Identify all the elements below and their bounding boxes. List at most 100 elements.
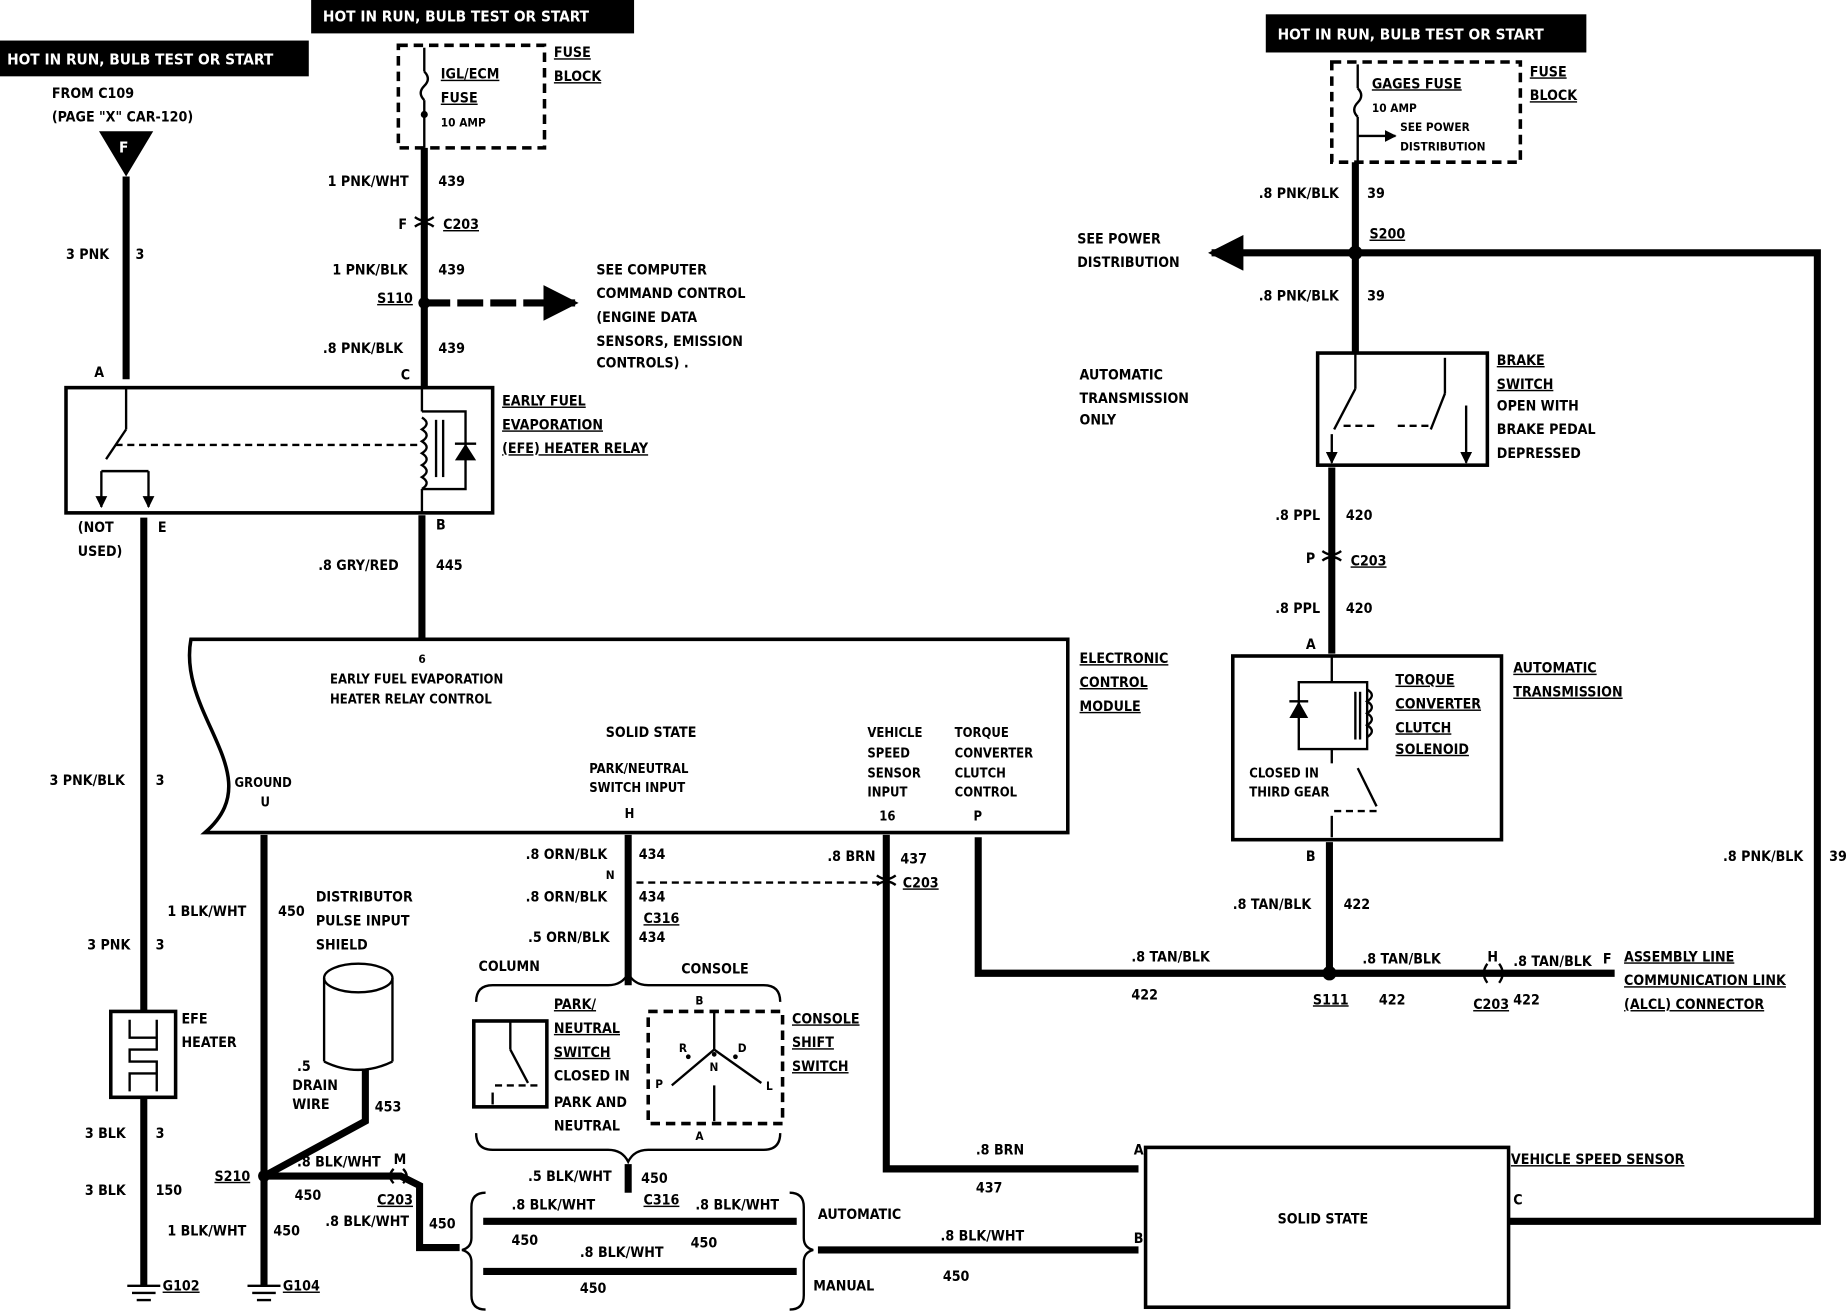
wire-439-circuit-c: 439 (438, 341, 465, 357)
see-computer-3: (ENGINE DATA (596, 310, 697, 326)
console-pin-b: B (695, 993, 703, 1007)
pn-switch-column-contact-icon (491, 1020, 538, 1105)
ecm-tcc-2: CONVERTER (955, 746, 1033, 761)
tcc-solenoid-label-1: TORQUE (1395, 673, 1454, 689)
c203-pin-f: F (398, 217, 407, 233)
wire-434-circuit-c: 434 (639, 930, 666, 946)
ecm-solid-state: SOLID STATE (606, 725, 697, 741)
wire-8tanblk-label-c: .8 TAN/BLK (1513, 954, 1593, 970)
wire-3blk-label: 3 BLK (85, 1126, 127, 1142)
wire-8brn-label-b: .8 BRN (976, 1142, 1024, 1158)
hot-banner-left-text: HOT IN RUN, BULB TEST OR START (7, 50, 274, 68)
vss-pin-b: B (1134, 1231, 1144, 1247)
c203-pin-m: M (394, 1152, 407, 1168)
wire-8ornblk-label-a: .8 ORN/BLK (526, 847, 609, 863)
shield-cylinder-icon (322, 962, 394, 1071)
fuse-gages-icon (1353, 64, 1397, 163)
c203-label-vss: C203 (903, 875, 939, 891)
wire-450-circuit-c: 450 (273, 1224, 300, 1240)
wire-39-loop (1355, 249, 1821, 1225)
relay-contact-icon (95, 387, 419, 509)
console-pos-r: R (679, 1041, 687, 1055)
ecm-tcc-3: CLUTCH (955, 767, 1006, 782)
alcl-pin-f: F (1603, 952, 1612, 968)
wire-453-circuit: 453 (375, 1100, 402, 1116)
console-pos-n: N (710, 1060, 719, 1074)
wire-450-circuit-e: 450 (641, 1171, 668, 1187)
console-shift-label-3: SWITCH (792, 1059, 849, 1075)
wire-1pnkwht-label: 1 PNK/WHT (328, 174, 409, 190)
automatic-label: AUTOMATIC (818, 1207, 901, 1223)
wire-3pnkblk-circuit: 3 (156, 773, 165, 789)
ground-g102-icon (127, 1284, 161, 1302)
gages-fuse-amp: 10 AMP (1372, 101, 1417, 115)
relay-pin-b: B (436, 517, 446, 533)
pn-switch-label-1: PARK/ (554, 997, 596, 1013)
wire-8brn-label-a: .8 BRN (827, 849, 875, 865)
console-shift-label-1: CONSOLE (792, 1011, 860, 1027)
console-label: CONSOLE (681, 961, 749, 977)
splice-s210-label: S210 (215, 1169, 251, 1185)
c203-label-top: C203 (443, 217, 479, 233)
distributor-label-2: PULSE INPUT (316, 913, 410, 929)
gages-fuse-label: GAGES FUSE (1372, 76, 1462, 92)
fuse-iglecm-label-1: IGL/ECM (441, 67, 500, 83)
wire-1blkwht-left-label: 1 BLK/WHT (167, 904, 246, 920)
splice-s111-label: S111 (1313, 992, 1349, 1008)
relay-pin-a: A (94, 365, 104, 381)
fuse-iglecm-icon (419, 47, 429, 148)
fuse-block-label-1: FUSE (554, 45, 591, 61)
ecm-vss-input-2: SPEED (867, 746, 910, 761)
brake-switch-label-1: BRAKE (1497, 353, 1545, 369)
c203-connector-icon-right (1321, 550, 1342, 562)
wire-150-circuit: 150 (156, 1183, 183, 1199)
see-computer-5: CONTROLS) . (596, 355, 688, 371)
efe-heater-box (109, 1009, 178, 1100)
wire-3-circuit: 3 (136, 247, 145, 263)
wire-3pnk-lower-circuit: 3 (156, 937, 165, 953)
ecm-efe-label-1: EARLY FUEL EVAPORATION (330, 672, 503, 687)
alcl-label-1: ASSEMBLY LINE (1624, 949, 1734, 965)
wire-8pnkblk-label: .8 PNK/BLK (323, 341, 404, 357)
ecm-ground-label: GROUND (235, 776, 293, 791)
wire-434-circuit-a: 434 (639, 847, 666, 863)
hot-banner-middle: HOT IN RUN, BULB TEST OR START (311, 0, 635, 34)
c203-label-right: C203 (1351, 553, 1387, 569)
console-shift-selector-icon (671, 1011, 763, 1122)
auto-trans-only-1: AUTOMATIC (1080, 367, 1163, 383)
wire-3blk-circuit: 3 (156, 1126, 165, 1142)
ecm-tcc-1: TORQUE (955, 726, 1009, 741)
column-console-brace-top (474, 970, 782, 1002)
relay-label-3: (EFE) HEATER RELAY (502, 441, 649, 457)
wire-422 (974, 837, 1615, 977)
relay-label-2: EVAPORATION (502, 417, 603, 433)
wire-8ppl-label-a: .8 PPL (1275, 508, 1320, 524)
vss-pin-c: C (1513, 1193, 1522, 1209)
fuse-block-iglecm (396, 43, 547, 150)
console-pos-p: P (655, 1077, 663, 1091)
connector-f-icon: F (99, 131, 154, 177)
ground-g102-label: G102 (163, 1278, 200, 1294)
wire-8tanblk-label-a: .8 TAN/BLK (1131, 949, 1211, 965)
wire-8blkwht-auto-right: .8 BLK/WHT (695, 1197, 779, 1213)
tcc-solenoid-label-3: CLUTCH (1395, 720, 1451, 736)
ecm-pn-input-1: PARK/NEUTRAL (589, 762, 689, 777)
c203-label-alcl: C203 (1473, 997, 1509, 1013)
wire-8blkwht-m-label: .8 BLK/WHT (325, 1214, 409, 1230)
from-c109-label: FROM C109 (52, 86, 134, 102)
alcl-label-3: (ALCL) CONNECTOR (1624, 997, 1764, 1013)
ecm-pn-input-2: SWITCH INPUT (589, 781, 685, 796)
ground-g104-label: G104 (283, 1278, 320, 1294)
wire-434-circuit-b: 434 (639, 890, 666, 906)
automatic-transmission-box (1231, 654, 1504, 842)
ecm-label-3: MODULE (1080, 699, 1141, 715)
c316-label-top: C316 (644, 911, 680, 927)
drain-label-1: .5 (297, 1059, 311, 1075)
wire-439-circuit-b: 439 (438, 262, 465, 278)
wire-3blk-lower-label: 3 BLK (85, 1183, 127, 1199)
alcl-label-2: COMMUNICATION LINK (1624, 973, 1787, 989)
pn-switch-label-6: NEUTRAL (554, 1119, 620, 1135)
page-ref-label: (PAGE "X" CAR-120) (52, 110, 193, 126)
wire-420-circuit-a: 420 (1346, 508, 1373, 524)
closed-third-1: CLOSED IN (1249, 767, 1319, 782)
